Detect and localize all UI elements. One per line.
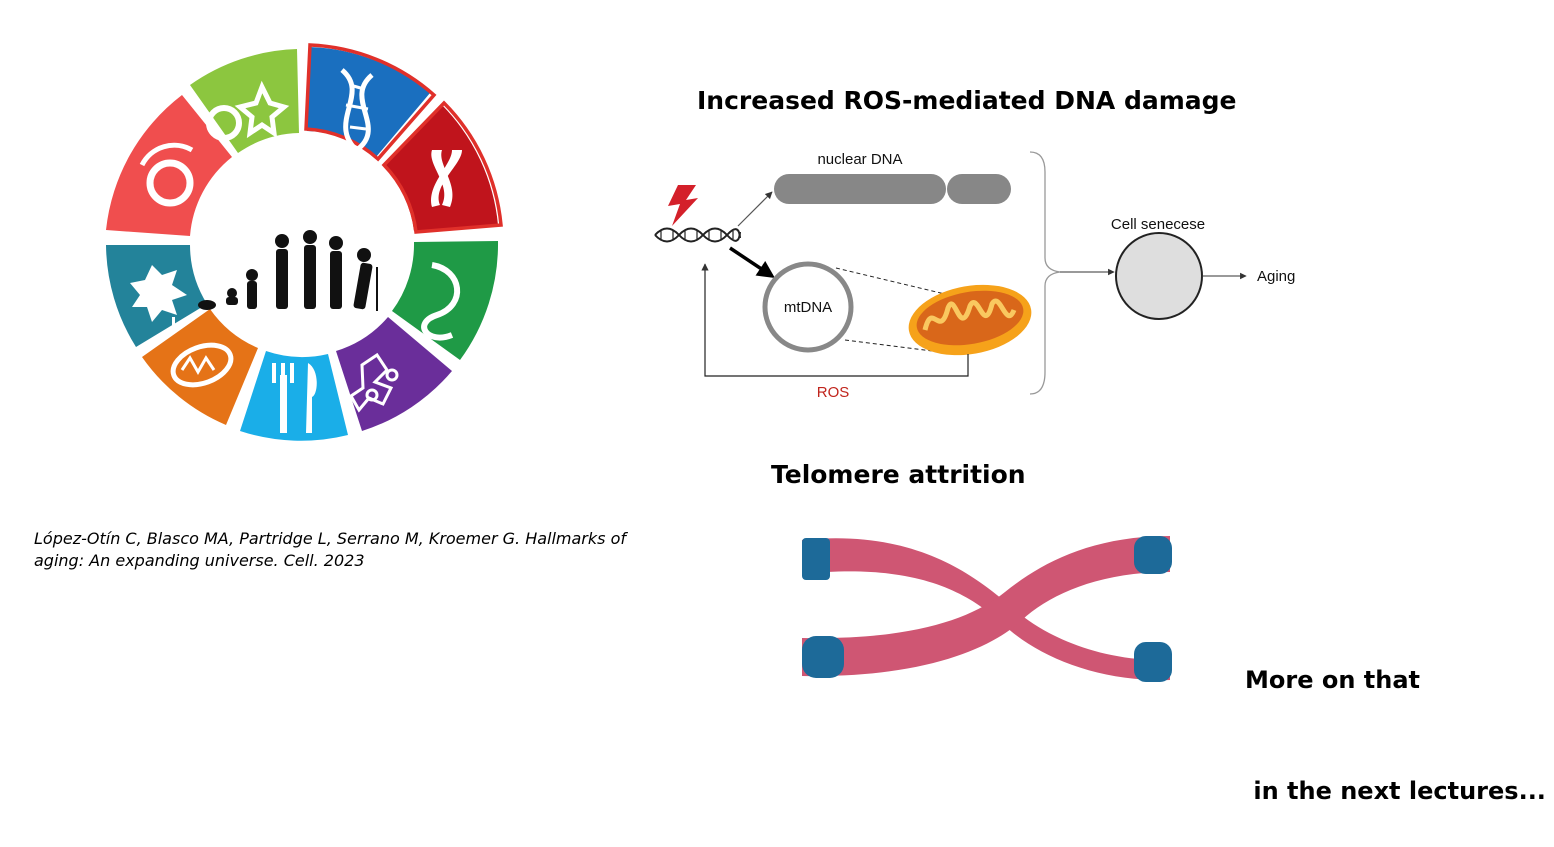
lightning-icon [668, 185, 698, 226]
dna-strand-icon [654, 227, 741, 243]
closing-note: More on that in the next lectures... [1245, 588, 1546, 847]
nuclear-dna-label: nuclear DNA [817, 151, 902, 168]
ros-label: ROS [817, 384, 850, 401]
bracket [1029, 151, 1061, 395]
telomere-title: Telomere attrition [771, 460, 1026, 489]
chromatid-b [802, 536, 1170, 677]
telomere-cap-top-right [1134, 536, 1172, 574]
leaf-icon [130, 265, 187, 333]
nuclear-dna-bar-end [947, 174, 1011, 204]
senescent-cell [1115, 232, 1203, 320]
highlight-frame-genomic [304, 43, 437, 162]
ros-damage-title: Increased ROS-mediated DNA damage [697, 86, 1237, 115]
chromosome-icon [431, 150, 462, 207]
human-ages-silhouettes-icon [198, 230, 378, 311]
nuclear-dna-bar [774, 174, 946, 204]
citation: López-Otín C, Blasco MA, Partridge L, Se… [34, 528, 674, 572]
mitochondria-icon [170, 342, 234, 388]
cell-senescence-label: Cell senecese [1111, 216, 1205, 233]
ros-damage-diagram: nuclear DNA mtDNA ROS Cell senecese Agin… [654, 151, 1295, 401]
cycle-icon [139, 142, 194, 207]
wheel-segment-metabolism [240, 351, 348, 441]
wheel-segment-genomic-instability [307, 47, 430, 157]
chromosome-illustration [802, 536, 1172, 682]
mitochondrion-icon [908, 284, 1032, 356]
highlight-frame-telomere [381, 100, 503, 234]
mtdna-circle [762, 261, 854, 353]
zoom-line-bottom [844, 339, 941, 353]
ros-feedback-line [701, 263, 969, 377]
telomere-cap-top-left [802, 538, 830, 580]
citation-line-1: López-Otín C, Blasco MA, Partridge L, Se… [34, 529, 626, 548]
citation-line-2: aging: An expanding universe. Cell. 2023 [34, 551, 365, 570]
mtdna-label: mtDNA [784, 299, 832, 316]
protein-network-icon [349, 352, 399, 413]
telomere-cap-bottom-left [802, 636, 844, 678]
aging-label: Aging [1257, 268, 1295, 285]
closing-line-2: in the next lectures... [1245, 777, 1546, 805]
arrow-to-mtdna [729, 246, 775, 278]
closing-line-1: More on that [1245, 666, 1420, 694]
stem-cell-icon [206, 80, 290, 141]
arrow-to-nuclear-dna [737, 191, 773, 227]
wheel-segment-proteostasis [392, 241, 499, 360]
hallmarks-wheel [106, 43, 503, 441]
telomere-cap-bottom-right [1134, 642, 1172, 682]
dna-icon [340, 68, 374, 157]
fork-knife-icon [272, 363, 317, 433]
protein-fold-icon [421, 262, 460, 341]
